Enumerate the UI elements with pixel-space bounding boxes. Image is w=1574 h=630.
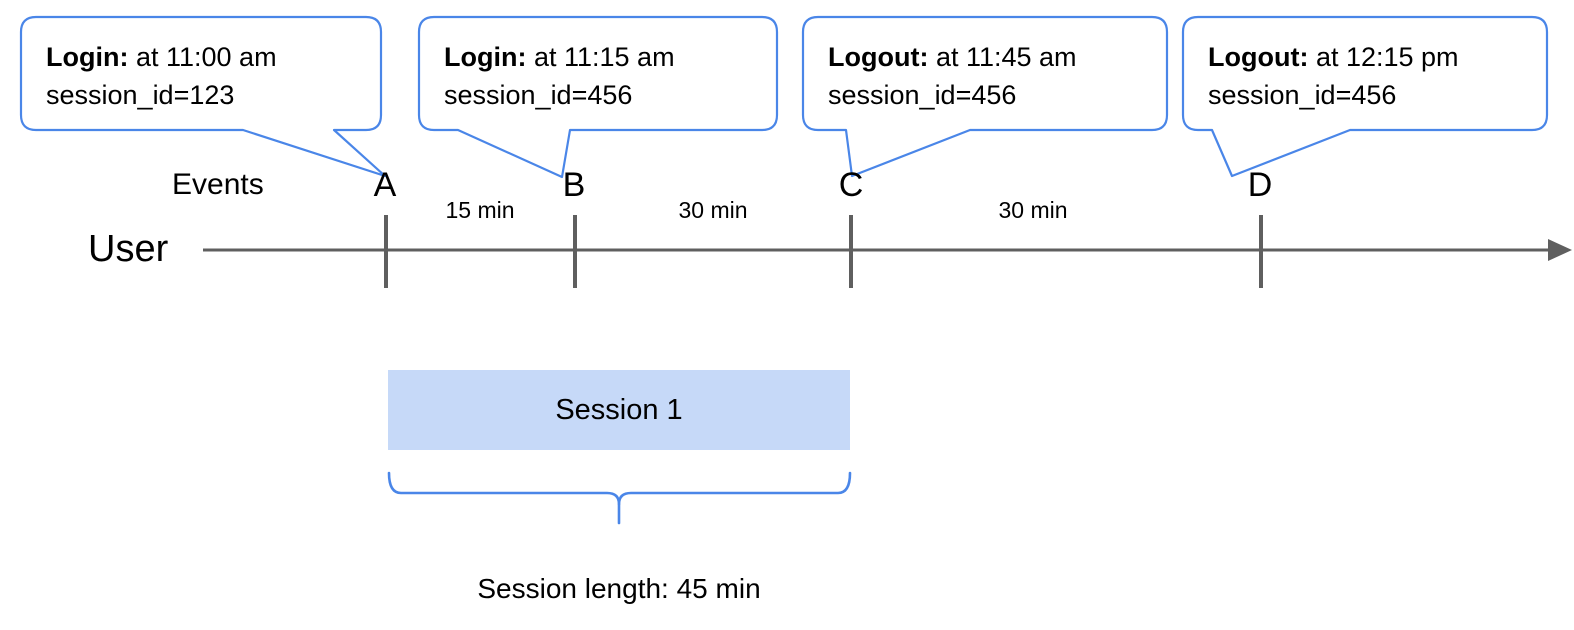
timeline-arrowhead-icon	[1548, 239, 1572, 261]
callout-time-d: at 12:15 pm	[1308, 42, 1459, 72]
callout-shape-d	[1181, 15, 1549, 178]
interval-label-cd: 30 min	[998, 197, 1068, 223]
callout-session-a: session_id=123	[46, 80, 235, 110]
callout-text-b: Login: at 11:15 am session_id=456	[444, 38, 764, 114]
callout-label-b: Login:	[444, 42, 527, 72]
interval-label-bc: 30 min	[678, 197, 748, 223]
callout-shape-b	[417, 15, 779, 179]
session-bar-label: Session 1	[555, 393, 683, 426]
interval-label-ab: 15 min	[445, 197, 515, 223]
callout-text-d: Logout: at 12:15 pm session_id=456	[1208, 38, 1534, 114]
session-span-brace	[387, 471, 852, 506]
callout-session-d: session_id=456	[1208, 80, 1397, 110]
callout-bubble-d: Logout: at 12:15 pm session_id=456	[1181, 15, 1549, 178]
callout-session-c: session_id=456	[828, 80, 1017, 110]
callout-time-b: at 11:15 am	[526, 42, 675, 72]
callout-time-c: at 11:45 am	[928, 42, 1077, 72]
tick-label-c: C	[838, 166, 864, 204]
callout-session-b: session_id=456	[444, 80, 633, 110]
session-bar: Session 1	[388, 370, 850, 450]
callout-label-d: Logout:	[1208, 42, 1309, 72]
callout-text-a: Login: at 11:00 am session_id=123	[46, 38, 368, 114]
callout-bubble-c: Logout: at 11:45 am session_id=456	[801, 15, 1169, 178]
callout-time-a: at 11:00 am	[128, 42, 277, 72]
callout-bubble-b: Login: at 11:15 am session_id=456	[417, 15, 779, 179]
session-length-caption: Session length: 45 min	[477, 573, 761, 604]
events-row-label: Events	[172, 168, 264, 201]
tick-label-a: A	[373, 166, 397, 204]
tick-label-d: D	[1247, 166, 1273, 204]
callout-bubble-a: Login: at 11:00 am session_id=123	[19, 15, 387, 178]
callout-shape-a	[19, 15, 387, 178]
callout-label-c: Logout:	[828, 42, 929, 72]
callout-text-c: Logout: at 11:45 am session_id=456	[828, 38, 1154, 114]
callout-label-a: Login:	[46, 42, 129, 72]
tick-label-b: B	[562, 166, 586, 204]
user-row-label: User	[88, 228, 169, 270]
callout-shape-c	[801, 15, 1169, 178]
